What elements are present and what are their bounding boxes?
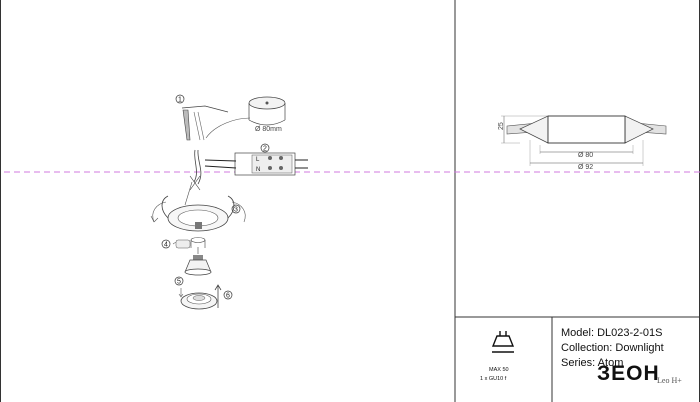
step-2-marker: [260, 143, 270, 153]
side-view: 25 Ø 80 Ø 92: [498, 115, 667, 171]
lamp-spec-label: 1 x GU10 f: [480, 376, 507, 382]
inner-diameter-label: Ø 80: [578, 152, 593, 159]
step-4-lamp-holder: 4: [161, 237, 206, 254]
step-2-wiring: 2 L N: [189, 143, 308, 191]
step-4-number: 4: [164, 242, 168, 249]
step-3-mounting-ring: 3: [150, 181, 246, 232]
height-dimension-label: 25: [498, 122, 505, 130]
series-label: Series: Atom: [561, 357, 624, 369]
terminal-label-n: N: [256, 167, 260, 173]
terminal-label-l: L: [256, 157, 260, 163]
outer-diameter-label: Ø 92: [578, 164, 593, 171]
step-6-marker: [223, 290, 233, 300]
step-4-marker: [161, 239, 171, 249]
max-power-label: MAX 50: [489, 367, 509, 373]
step-5-marker: [174, 276, 184, 286]
step-1-ceiling-cutout: 1 Ø 80mm: [175, 94, 286, 141]
model-label: Model: DL023-2-01S: [561, 327, 663, 339]
collection-label: Collection: Downlight: [561, 342, 664, 354]
fixture-body: [547, 115, 626, 144]
step-1-marker: [175, 94, 185, 104]
brand-subtitle: Leo H+: [657, 376, 682, 385]
step-1-number: 1: [178, 97, 182, 104]
step-5-number: 5: [177, 279, 181, 286]
brand-logo: ЗЕОН: [597, 362, 660, 385]
step-3-marker: [231, 204, 241, 214]
gu10-lamp-icon: [491, 331, 515, 353]
step-3-number: 3: [234, 207, 238, 214]
step-5-gu10-lamp: 5: [174, 255, 212, 298]
cutout-diameter-label: Ø 80mm: [255, 126, 282, 133]
step-2-number: 2: [263, 146, 267, 153]
step-6-ring-fitting: 6: [180, 284, 233, 310]
step-6-number: 6: [226, 293, 230, 300]
